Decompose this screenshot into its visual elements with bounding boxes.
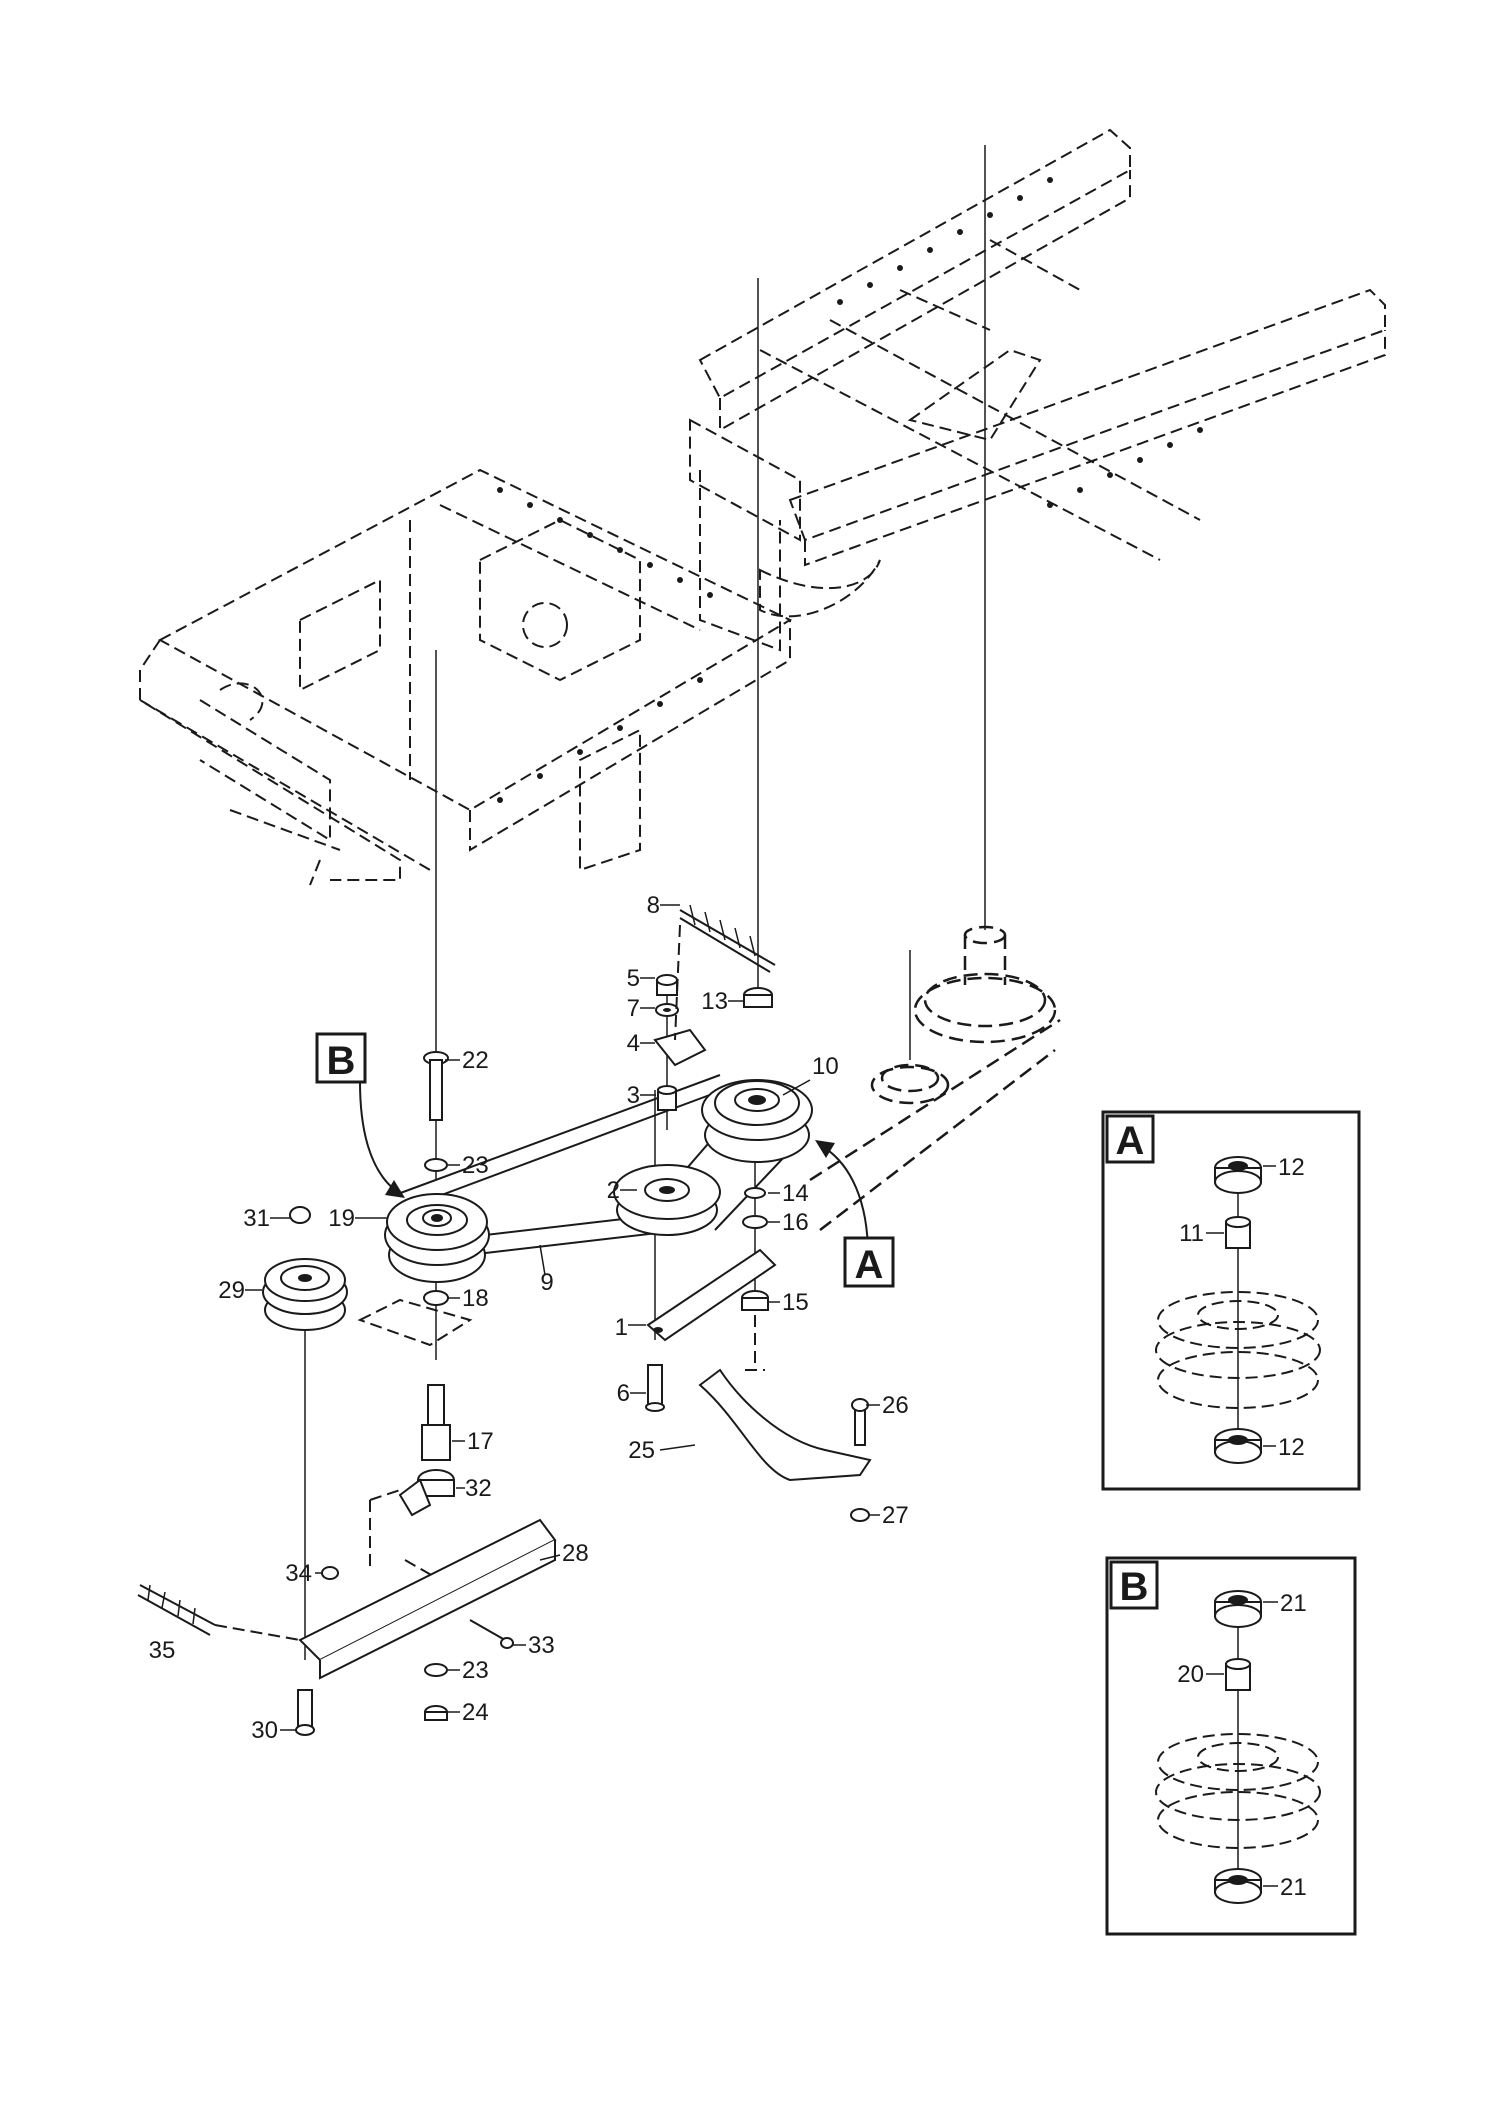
part-label: 16 (782, 1209, 809, 1236)
part-label: 22 (462, 1047, 489, 1074)
inset-b-title: B (1120, 1565, 1149, 1609)
part-label: 15 (782, 1289, 809, 1316)
inset-b-spacer: 20 (1177, 1661, 1204, 1688)
inset-b-bearing-bottom: 21 (1280, 1874, 1307, 1901)
transmission-pulley (809, 925, 1061, 1231)
inset-a: A 12 11 12 (1101, 1110, 1361, 1491)
part-label: 4 (627, 1030, 640, 1057)
part-labels: 1 2 3 4 5 6 7 8 9 10 13 14 15 16 17 18 1… (149, 892, 909, 1744)
part-label: 6 (617, 1380, 630, 1407)
inset-b-bearing-top: 21 (1280, 1590, 1307, 1617)
part-label: 1 (615, 1314, 628, 1341)
part-label: 26 (882, 1392, 909, 1419)
inset-a-bearing-bottom: 12 (1278, 1434, 1305, 1461)
part-label: 35 (149, 1637, 176, 1664)
part-label: 28 (562, 1540, 589, 1567)
part-label: 34 (285, 1560, 312, 1587)
inset-a-spacer: 11 (1179, 1220, 1204, 1247)
part-label: 23 (462, 1152, 489, 1179)
part-label: 27 (882, 1502, 909, 1529)
part-label: 10 (812, 1053, 839, 1080)
inset-b: B 21 20 21 (1105, 1556, 1357, 1936)
part-label: 7 (627, 995, 640, 1022)
part-label: 2 (607, 1177, 620, 1204)
small-parts (137, 904, 872, 1736)
inset-a-title: A (1116, 1119, 1145, 1163)
part-label: 14 (782, 1180, 809, 1207)
part-label: 23 (462, 1657, 489, 1684)
part-label: 19 (328, 1205, 355, 1232)
leader-lines (245, 904, 880, 1731)
pulley-2 (613, 1164, 721, 1236)
pulley-29 (262, 1258, 348, 1331)
part-label: 25 (628, 1437, 655, 1464)
part-label: 29 (218, 1277, 245, 1304)
part-label: 17 (467, 1428, 494, 1455)
callout-a: A (843, 1236, 895, 1288)
part-label: 33 (528, 1632, 555, 1659)
part-label: 32 (465, 1475, 492, 1502)
part-label: 31 (243, 1205, 270, 1232)
part-label: 3 (627, 1082, 640, 1109)
pulley-10 (701, 1079, 813, 1163)
callout-b: B (315, 1032, 367, 1084)
part-label: 18 (462, 1285, 489, 1312)
part-label: 8 (647, 892, 660, 919)
part-label: 5 (627, 965, 640, 992)
part-label: 24 (462, 1699, 489, 1726)
part-label: 30 (251, 1717, 278, 1744)
pulley-19 (384, 1193, 490, 1283)
alignment-lines (304, 145, 986, 1660)
callout-a-label: A (855, 1243, 884, 1287)
callout-b-label: B (327, 1039, 356, 1083)
inset-a-bearing-top: 12 (1278, 1154, 1305, 1181)
part-label: 13 (701, 988, 728, 1015)
tractor-frame (139, 128, 1386, 886)
part-label: 9 (540, 1269, 553, 1296)
